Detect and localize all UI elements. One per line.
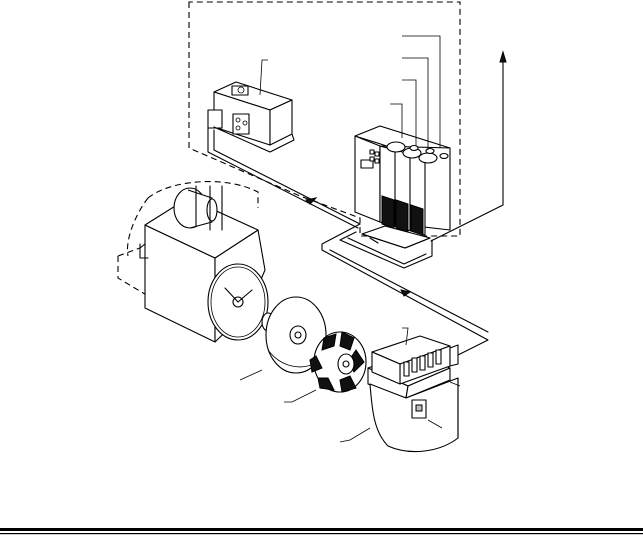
terminal-block	[411, 399, 427, 419]
bottom-rule	[0, 528, 643, 535]
motor	[117, 181, 269, 343]
leader-lines-lower	[239, 327, 461, 443]
cable-runs	[207, 147, 489, 359]
control-enclosure-outline	[188, 1, 461, 237]
rotor-wheel	[309, 331, 367, 393]
drive-cabinet	[354, 125, 451, 249]
junction-box	[371, 335, 459, 385]
brake-disc	[265, 296, 327, 374]
output-arrow	[430, 50, 507, 242]
leader-line-control-box	[259, 59, 268, 96]
leader-lines-drive-cabinet	[390, 35, 441, 150]
control-box	[207, 81, 295, 153]
